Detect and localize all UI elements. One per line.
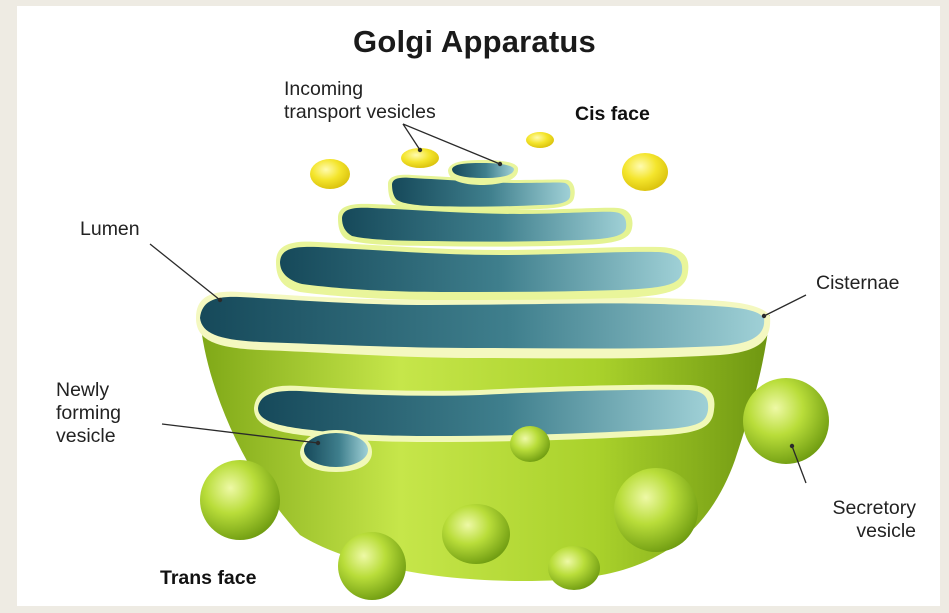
label-cisternae: Cisternae [816,272,899,295]
incoming-vesicle [310,159,350,189]
diagram-title: Golgi Apparatus [0,24,949,60]
forming-vesicle-lumen [304,433,368,467]
label-trans-face: Trans face [160,567,256,590]
secretory-vesicle [743,378,829,464]
cisterna-stack [196,160,770,358]
lumen-surface [258,390,708,436]
body-bump [510,426,550,462]
vesicle [614,468,698,552]
label-incoming-transport-vesicles: Incoming transport vesicles [284,78,436,124]
body-bump [548,546,600,590]
body-bump [442,504,510,564]
incoming-vesicle [622,153,668,191]
vesicle [338,532,406,600]
label-newly-forming-vesicle: Newly forming vesicle [56,379,121,448]
label-cis-face: Cis face [575,103,650,126]
incoming-vesicle [526,132,554,148]
label-lumen: Lumen [80,218,140,241]
vesicle [200,460,280,540]
lumen-surface [452,163,514,178]
label-secretory-vesicle: Secretory vesicle [806,497,916,543]
